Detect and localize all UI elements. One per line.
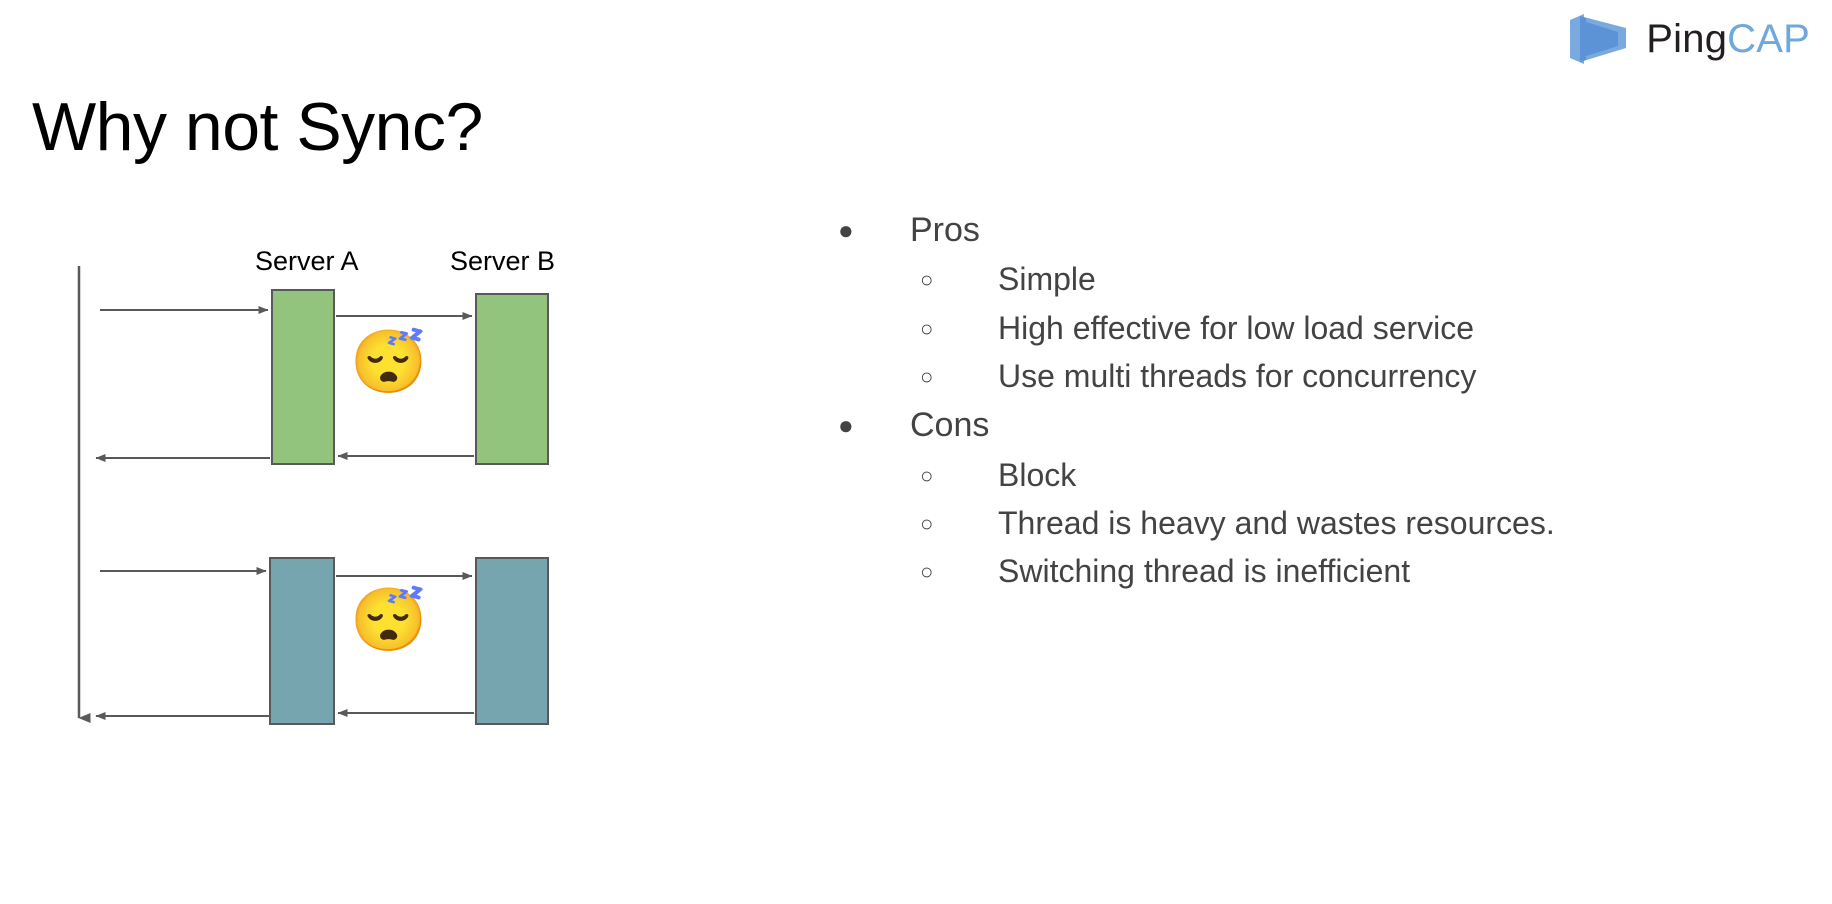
bullet-marker-hollow-icon: ○ — [920, 267, 934, 293]
list-item-label: Use multi threads for concurrency — [998, 358, 1477, 395]
list-item-label: Pros — [910, 211, 980, 249]
server-b-label: Server B — [450, 246, 556, 276]
activation-box-server-b-phase-1 — [475, 293, 549, 465]
pros-cons-list: ● Pros ○ Simple ○ High effective for low… — [838, 206, 1788, 597]
list-item-cons: ● Cons — [838, 401, 1788, 449]
list-item-label: Simple — [998, 261, 1096, 298]
list-item-label: High effective for low load service — [998, 309, 1475, 346]
list-item-block: ○ Block — [838, 452, 1788, 500]
list-item-thread-heavy: ○ Thread is heavy and wastes resources. — [838, 500, 1788, 548]
list-item-switching-thread: ○ Switching thread is inefficient — [838, 548, 1788, 596]
logo-text-cap: CAP — [1727, 17, 1810, 61]
activation-box-server-b-phase-2 — [475, 557, 549, 725]
bullet-marker-hollow-icon: ○ — [920, 559, 934, 585]
sync-sequence-diagram: Server A Server B 😴 😴 — [40, 228, 680, 788]
diagram-canvas — [77, 266, 549, 725]
bullet-marker-hollow-icon: ○ — [920, 315, 934, 341]
bullet-marker-filled-icon: ● — [838, 410, 854, 441]
list-item-label: Thread is heavy and wastes resources. — [998, 505, 1555, 542]
pingcap-wordmark: PingCAP — [1646, 19, 1810, 59]
list-item-label: Switching thread is inefficient — [998, 553, 1411, 590]
pingcap-logo-icon — [1570, 14, 1627, 64]
pingcap-logo: PingCAP — [1566, 8, 1810, 70]
list-item-high-effective: ○ High effective for low load service — [838, 305, 1788, 353]
bullet-marker-filled-icon: ● — [838, 215, 854, 245]
list-item-pros: ● Pros — [838, 206, 1788, 254]
list-item-label: Cons — [910, 406, 990, 445]
page-title: Why not Sync? — [32, 89, 483, 165]
server-a-label: Server A — [255, 246, 359, 276]
bullet-marker-hollow-icon: ○ — [920, 511, 934, 537]
sleeping-face-emoji: 😴 — [350, 586, 428, 655]
bullet-marker-hollow-icon: ○ — [920, 364, 934, 390]
bullet-marker-hollow-icon: ○ — [920, 462, 934, 488]
activation-box-server-a-phase-1 — [271, 289, 335, 465]
list-item-simple: ○ Simple — [838, 256, 1788, 304]
logo-text-ping: Ping — [1646, 17, 1728, 61]
list-item-label: Block — [998, 456, 1077, 493]
activation-box-server-a-phase-2 — [269, 557, 335, 725]
sleeping-face-emoji: 😴 — [350, 328, 428, 397]
list-item-multi-threads: ○ Use multi threads for concurrency — [838, 353, 1788, 401]
